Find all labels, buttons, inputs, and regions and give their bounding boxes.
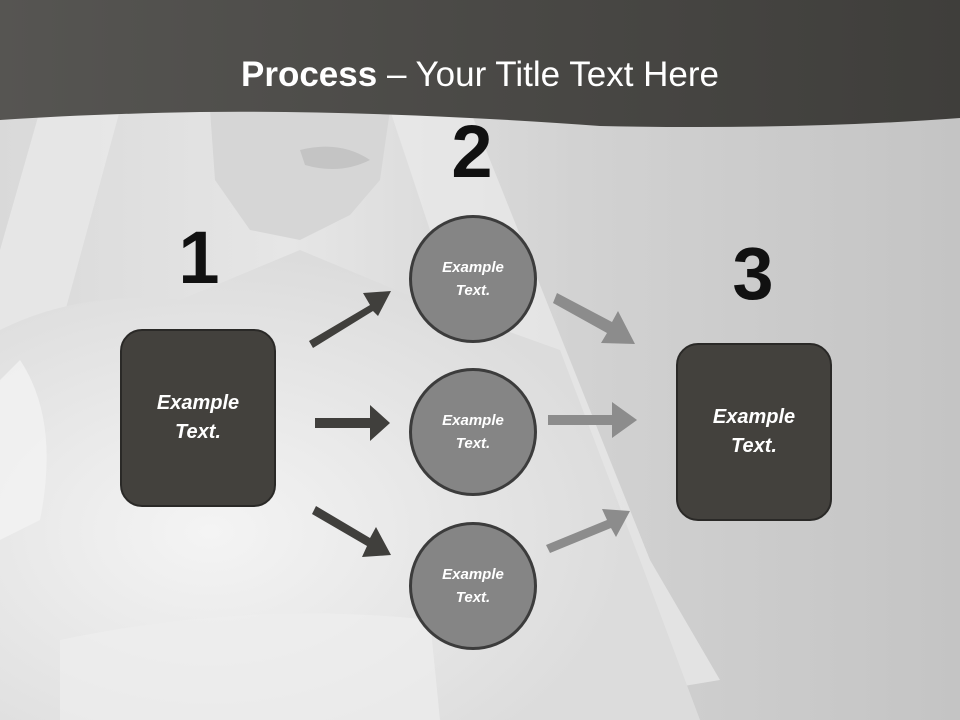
title-bold: Process <box>241 55 378 94</box>
slide-title: Process – Your Title Text Here <box>0 52 960 98</box>
title-rest: – Your Title Text Here <box>377 55 719 94</box>
step-1-box: Example Text. <box>120 329 276 507</box>
step-3-text: Example Text. <box>712 406 796 457</box>
arrow-down-right-dark <box>312 506 391 557</box>
arrow-up-right-light <box>546 509 630 553</box>
step-number-2: 2 <box>451 110 493 193</box>
step-2-circle-bottom-text: Example Text. <box>442 566 504 606</box>
step-number-3: 3 <box>732 232 774 315</box>
arrow-right-light <box>548 402 637 438</box>
step-2-circle-bottom: Example Text. <box>409 522 537 650</box>
step-number-1: 1 <box>178 216 220 299</box>
step-3-box: Example Text. <box>676 343 832 521</box>
step-2-circle-top: Example Text. <box>409 215 537 343</box>
step-2-circle-middle: Example Text. <box>409 368 537 496</box>
step-2-circle-middle-text: Example Text. <box>442 412 504 452</box>
arrow-right-dark <box>315 405 390 441</box>
step-1-text: Example Text. <box>156 392 240 443</box>
arrow-down-right-light <box>553 293 635 344</box>
header-band <box>0 0 960 127</box>
arrow-up-right-dark <box>309 291 391 348</box>
step-2-circle-top-text: Example Text. <box>442 259 504 299</box>
